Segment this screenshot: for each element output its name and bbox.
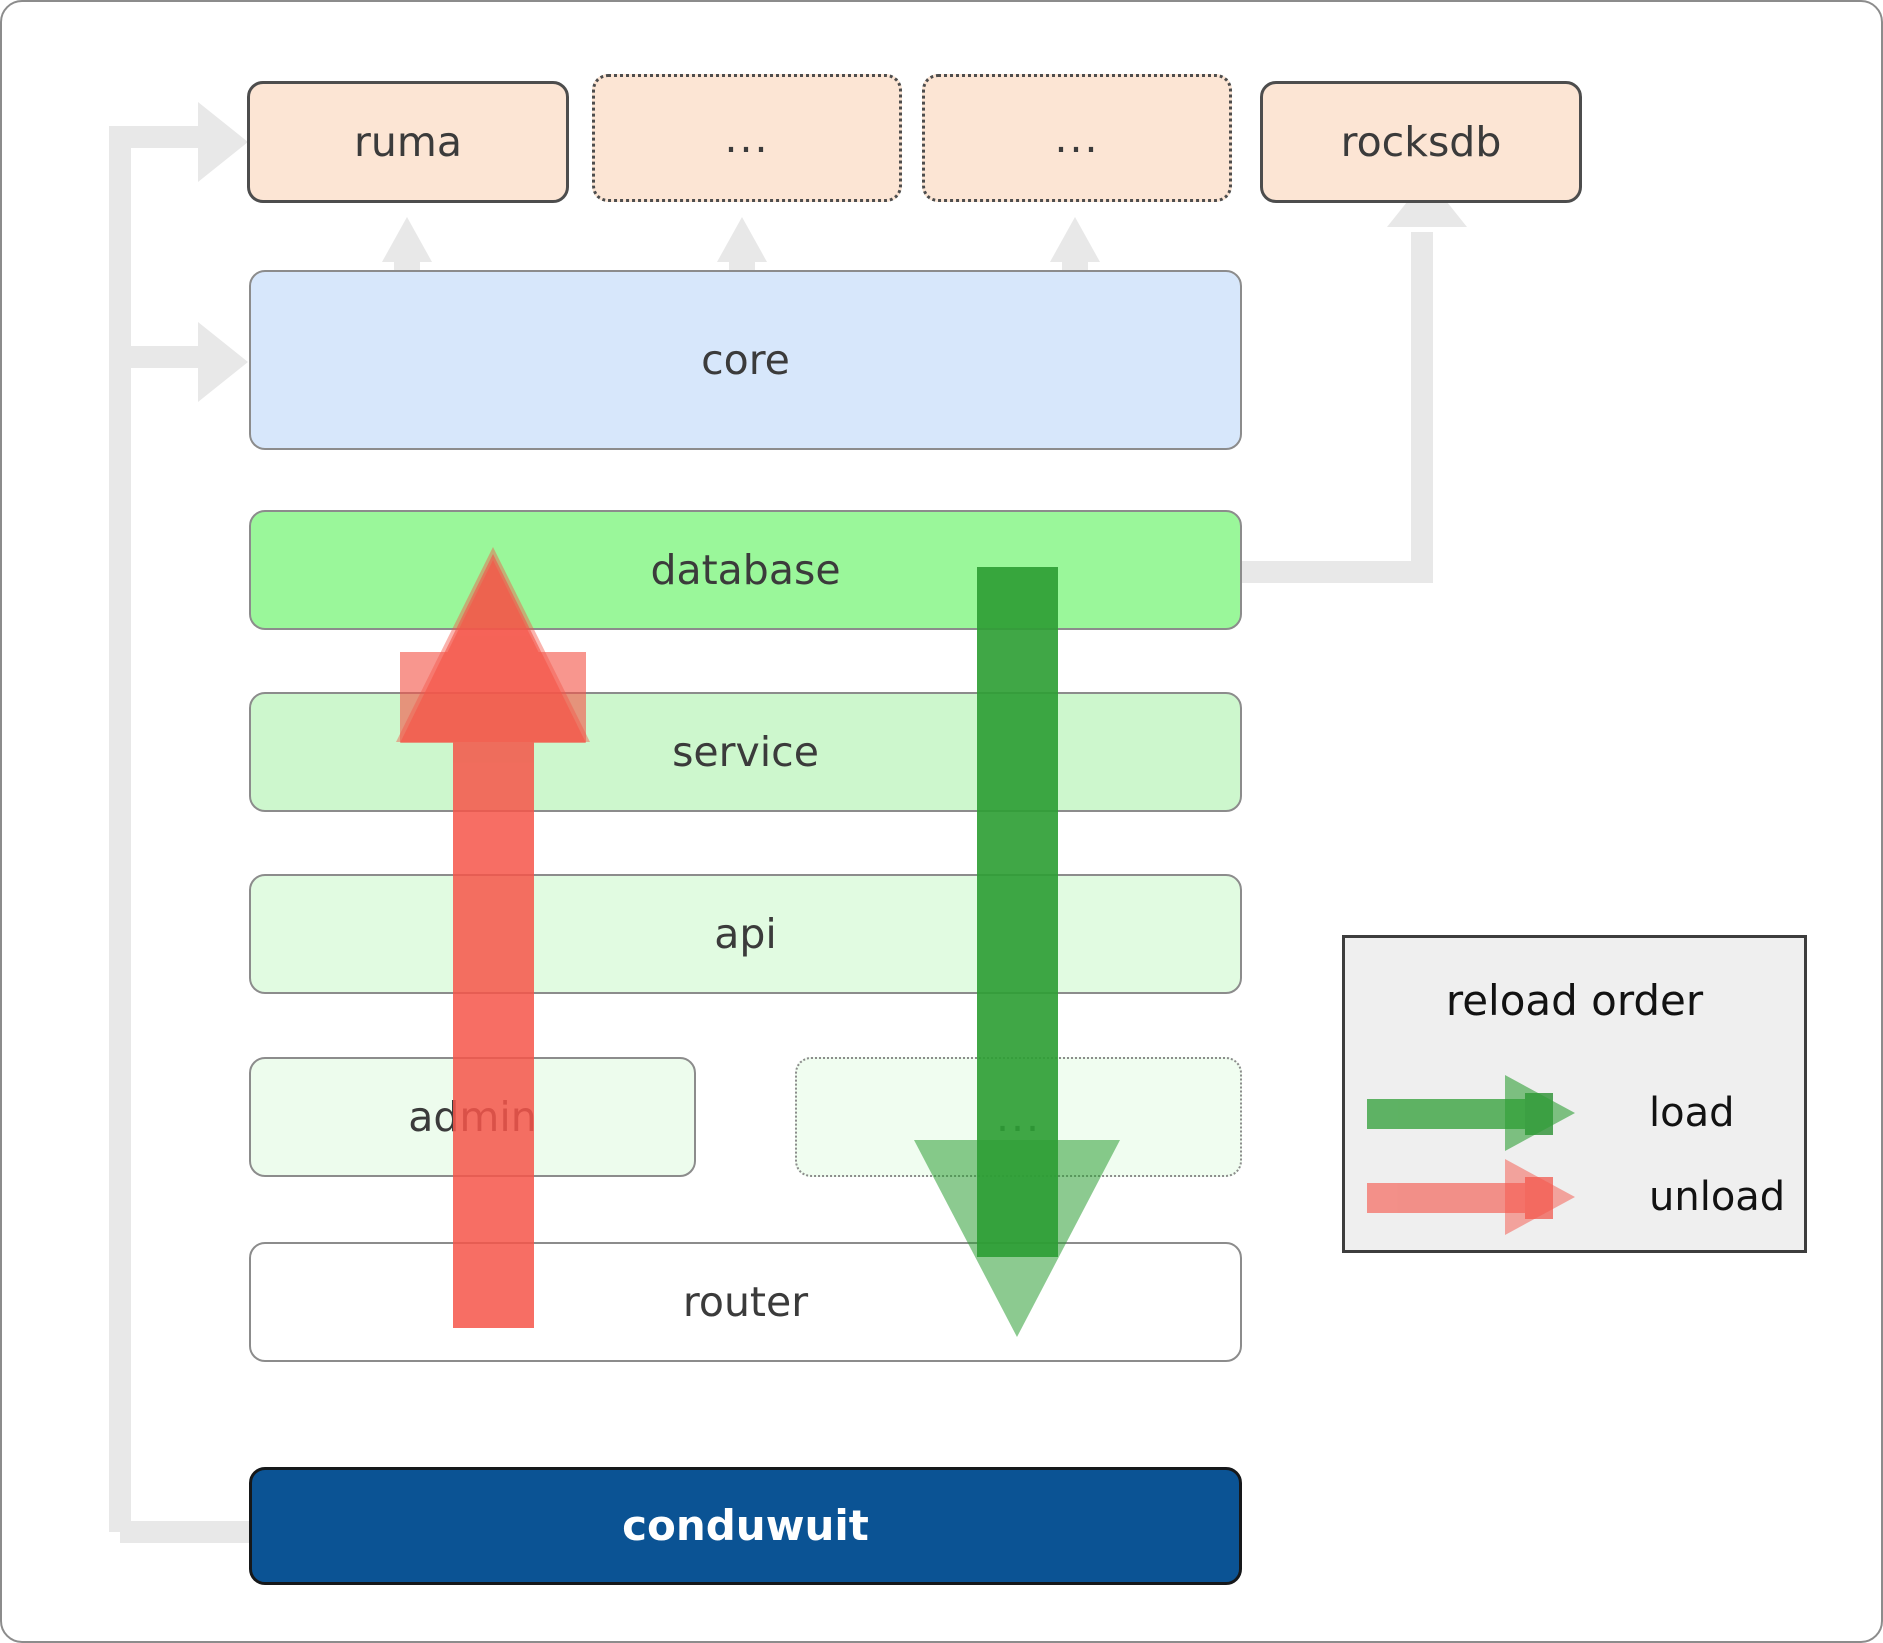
legend-item-load: load bbox=[1365, 1075, 1790, 1151]
layer-database[interactable]: database bbox=[249, 510, 1242, 630]
legend-item-unload: unload bbox=[1365, 1159, 1790, 1235]
dependency-rocksdb[interactable]: rocksdb bbox=[1260, 81, 1582, 203]
layer-service[interactable]: service bbox=[249, 692, 1242, 812]
layer-service-label: service bbox=[672, 727, 819, 776]
layer-api-label: api bbox=[714, 909, 777, 958]
dependency-ellipsis-1-label: ... bbox=[724, 113, 770, 162]
dependency-rocksdb-label: rocksdb bbox=[1340, 117, 1502, 166]
unload-arrow-icon bbox=[1367, 1159, 1575, 1235]
layer-router-label: router bbox=[682, 1277, 809, 1326]
layer-core[interactable]: core bbox=[249, 270, 1242, 450]
layer-admin-label: admin bbox=[408, 1092, 537, 1141]
dependency-ellipsis-1[interactable]: ... bbox=[592, 74, 902, 202]
dependency-ellipsis-2-label: ... bbox=[1054, 113, 1100, 162]
legend-panel: reload order load bbox=[1342, 935, 1807, 1253]
layer-router[interactable]: router bbox=[249, 1242, 1242, 1362]
application-conduwuit[interactable]: conduwuit bbox=[249, 1467, 1242, 1585]
dependency-ruma-label: ruma bbox=[354, 117, 462, 166]
dependency-ellipsis-2[interactable]: ... bbox=[922, 74, 1232, 202]
legend-title: reload order bbox=[1445, 976, 1704, 1025]
layer-ellipsis[interactable]: ... bbox=[795, 1057, 1242, 1177]
layer-api[interactable]: api bbox=[249, 874, 1242, 994]
layer-database-label: database bbox=[650, 545, 841, 594]
layer-core-label: core bbox=[701, 335, 790, 384]
load-arrow-icon bbox=[1367, 1075, 1575, 1151]
application-conduwuit-label: conduwuit bbox=[622, 1501, 869, 1550]
layer-ellipsis-label: ... bbox=[995, 1092, 1042, 1141]
layer-admin[interactable]: admin bbox=[249, 1057, 696, 1177]
dependency-ruma[interactable]: ruma bbox=[247, 81, 569, 203]
legend-item-unload-label: unload bbox=[1649, 1174, 1786, 1220]
legend-item-load-label: load bbox=[1649, 1090, 1735, 1136]
